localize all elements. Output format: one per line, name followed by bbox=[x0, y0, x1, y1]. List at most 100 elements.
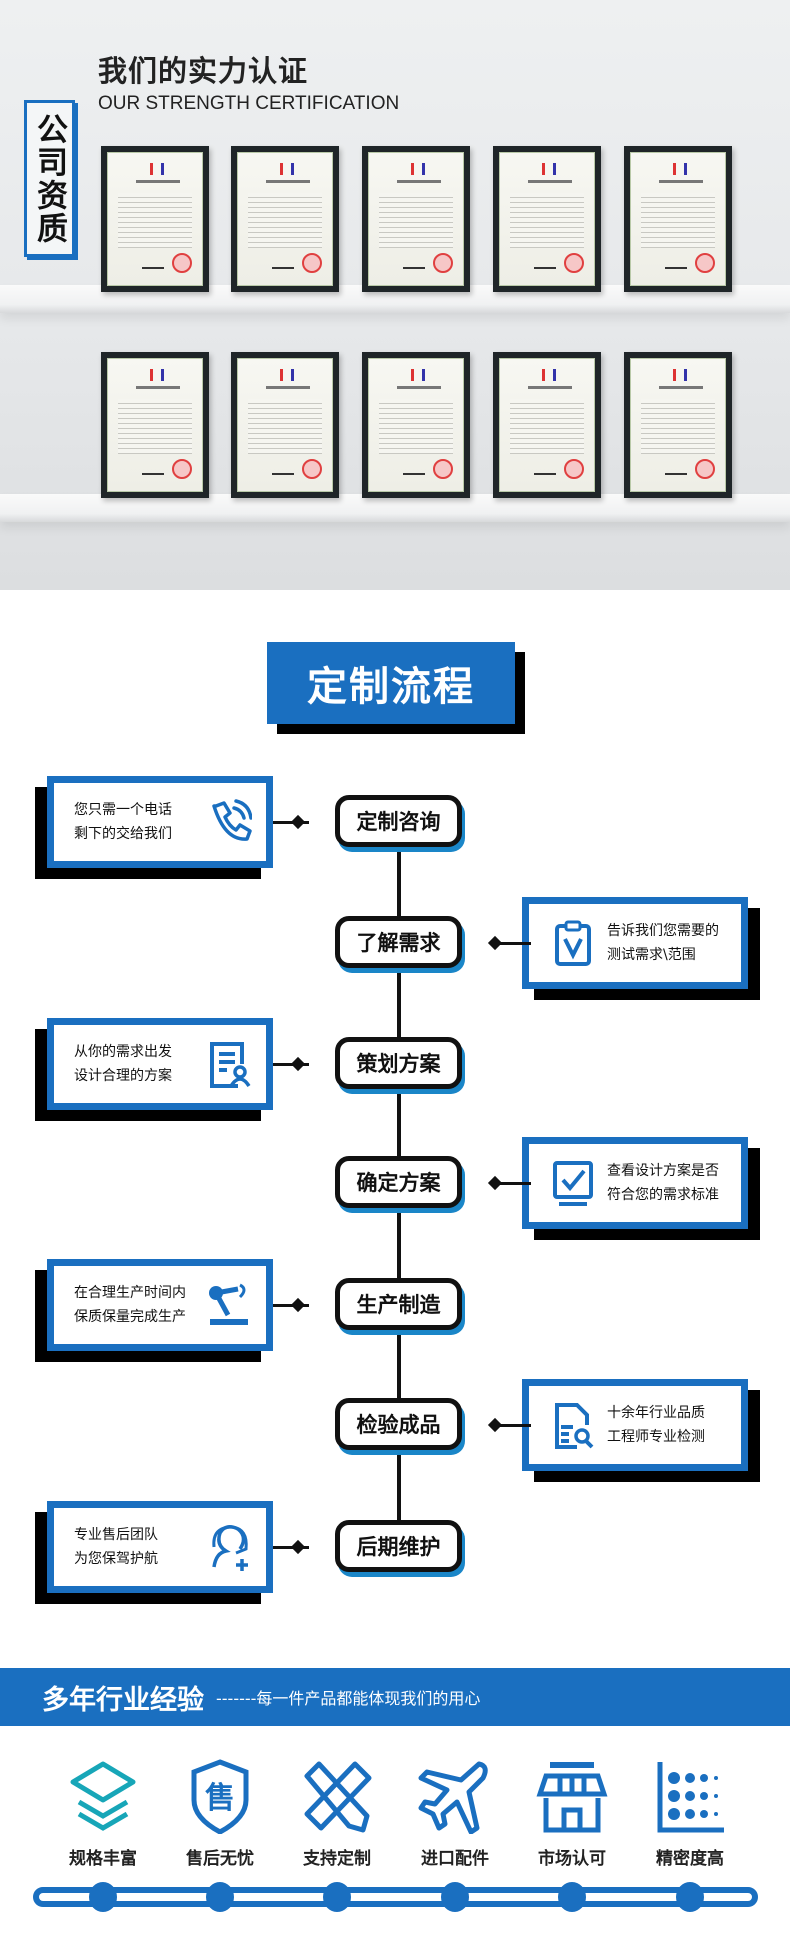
seal-icon bbox=[172, 253, 192, 273]
step-card: 告诉我们您需要的测试需求\范围 bbox=[522, 897, 748, 989]
step-description: 查看设计方案是否符合您的需求标准 bbox=[607, 1163, 719, 1203]
step-node: 后期维护 bbox=[335, 1520, 462, 1572]
diamond-icon bbox=[290, 1539, 306, 1555]
shelf-bottom bbox=[0, 494, 790, 522]
banner-title: 多年行业经验 bbox=[42, 1684, 204, 1716]
track-dot bbox=[441, 1882, 469, 1912]
seal-icon bbox=[302, 253, 322, 273]
seal-icon bbox=[695, 459, 715, 479]
storefront-icon bbox=[536, 1762, 608, 1833]
diamond-icon bbox=[290, 1297, 306, 1313]
airplane-icon bbox=[418, 1761, 488, 1834]
certificate-image bbox=[107, 358, 203, 492]
step-node: 检验成品 bbox=[335, 1398, 462, 1450]
step-node: 策划方案 bbox=[335, 1037, 462, 1089]
feature-label: 售后无忧 bbox=[186, 1849, 254, 1869]
diamond-icon bbox=[487, 1417, 503, 1433]
track-dot bbox=[323, 1882, 351, 1912]
certificate-frame bbox=[101, 146, 209, 292]
certificate-frame bbox=[493, 146, 601, 292]
certificate-image bbox=[499, 152, 595, 286]
certificate-image bbox=[237, 358, 333, 492]
phone-icon bbox=[212, 799, 252, 841]
certificate-image bbox=[630, 152, 726, 286]
diamond-icon bbox=[487, 935, 503, 951]
step-node: 定制咨询 bbox=[335, 795, 462, 847]
svg-text:售: 售 bbox=[205, 1781, 235, 1816]
shield-icon: 售 bbox=[191, 1759, 249, 1834]
step-card: 您只需一个电话剩下的交给我们 bbox=[47, 776, 273, 868]
feature-item: 规格丰富 bbox=[48, 1758, 158, 1869]
step-card: 在合理生产时间内保质保量完成生产 bbox=[47, 1259, 273, 1351]
step-description: 从你的需求出发设计合理的方案 bbox=[74, 1044, 172, 1084]
certificate-frame bbox=[362, 146, 470, 292]
track-dot bbox=[206, 1882, 234, 1912]
seal-icon bbox=[433, 253, 453, 273]
certificate-frame bbox=[231, 146, 339, 292]
certificate-frame bbox=[624, 146, 732, 292]
certificate-image bbox=[368, 152, 464, 286]
step-node: 确定方案 bbox=[335, 1156, 462, 1208]
document-search-icon bbox=[555, 1403, 594, 1449]
section-title: 我们的实力认证 bbox=[98, 54, 309, 88]
certificate-image bbox=[107, 152, 203, 286]
feature-label: 市场认可 bbox=[538, 1849, 606, 1869]
feature-item: 进口配件 bbox=[400, 1758, 510, 1869]
step-description: 您只需一个电话剩下的交给我们 bbox=[74, 802, 172, 842]
seal-icon bbox=[172, 459, 192, 479]
step-card: 十余年行业品质工程师专业检测 bbox=[522, 1379, 748, 1471]
seal-icon bbox=[302, 459, 322, 479]
company-qualification-label: 公司资质 bbox=[24, 100, 75, 257]
diamond-icon bbox=[290, 1056, 306, 1072]
track-dot bbox=[89, 1882, 117, 1912]
certificate-image bbox=[630, 358, 726, 492]
step-description: 专业售后团队为您保驾护航 bbox=[74, 1527, 158, 1567]
step-description: 在合理生产时间内保质保量完成生产 bbox=[74, 1285, 186, 1325]
seal-icon bbox=[564, 253, 584, 273]
experience-banner: 多年行业经验 -------每一件产品都能体现我们的用心 bbox=[0, 1668, 790, 1726]
support-agent-icon bbox=[212, 1525, 248, 1571]
process-title: 定制流程 bbox=[267, 642, 515, 724]
certificate-image bbox=[499, 358, 595, 492]
certificate-image bbox=[237, 152, 333, 286]
feature-label: 进口配件 bbox=[421, 1849, 489, 1869]
step-description: 告诉我们您需要的测试需求\范围 bbox=[607, 923, 719, 963]
step-card: 查看设计方案是否符合您的需求标准 bbox=[522, 1137, 748, 1229]
certificate-frame bbox=[231, 352, 339, 498]
seal-icon bbox=[564, 459, 584, 479]
section-subtitle: OUR STRENGTH CERTIFICATION bbox=[98, 93, 400, 114]
step-description: 十余年行业品质工程师专业检测 bbox=[607, 1405, 705, 1445]
feature-item: 支持定制 bbox=[282, 1758, 392, 1869]
dot-grid-icon bbox=[657, 1762, 724, 1833]
progress-track bbox=[33, 1887, 758, 1907]
feature-item: 售售后无忧 bbox=[165, 1758, 275, 1869]
certificate-frame bbox=[493, 352, 601, 498]
connector-line bbox=[495, 942, 531, 945]
clipboard-check-icon bbox=[555, 920, 591, 966]
side-label-text: 公司资质 bbox=[31, 112, 67, 245]
feature-item: 市场认可 bbox=[517, 1758, 627, 1869]
feature-label: 精密度高 bbox=[656, 1849, 724, 1869]
layers-icon bbox=[70, 1761, 136, 1831]
document-user-icon bbox=[210, 1042, 251, 1088]
banner-tagline: -------每一件产品都能体现我们的用心 bbox=[216, 1689, 481, 1708]
connector-line bbox=[495, 1182, 531, 1185]
step-node: 了解需求 bbox=[335, 916, 462, 968]
step-card: 专业售后团队为您保驾护航 bbox=[47, 1501, 273, 1593]
track-dot bbox=[676, 1882, 704, 1912]
robot-arm-icon bbox=[209, 1283, 248, 1325]
track-dot bbox=[558, 1882, 586, 1912]
diamond-icon bbox=[290, 814, 306, 830]
feature-label: 支持定制 bbox=[303, 1849, 371, 1869]
diamond-icon bbox=[487, 1175, 503, 1191]
feature-item: 精密度高 bbox=[635, 1758, 745, 1869]
step-node: 生产制造 bbox=[335, 1278, 462, 1330]
seal-icon bbox=[433, 459, 453, 479]
step-card: 从你的需求出发设计合理的方案 bbox=[47, 1018, 273, 1110]
feature-label: 规格丰富 bbox=[69, 1849, 137, 1869]
certificate-frame bbox=[101, 352, 209, 498]
seal-icon bbox=[695, 253, 715, 273]
pencil-ruler-icon bbox=[304, 1761, 372, 1833]
certificate-frame bbox=[624, 352, 732, 498]
checkbox-icon bbox=[553, 1161, 593, 1206]
